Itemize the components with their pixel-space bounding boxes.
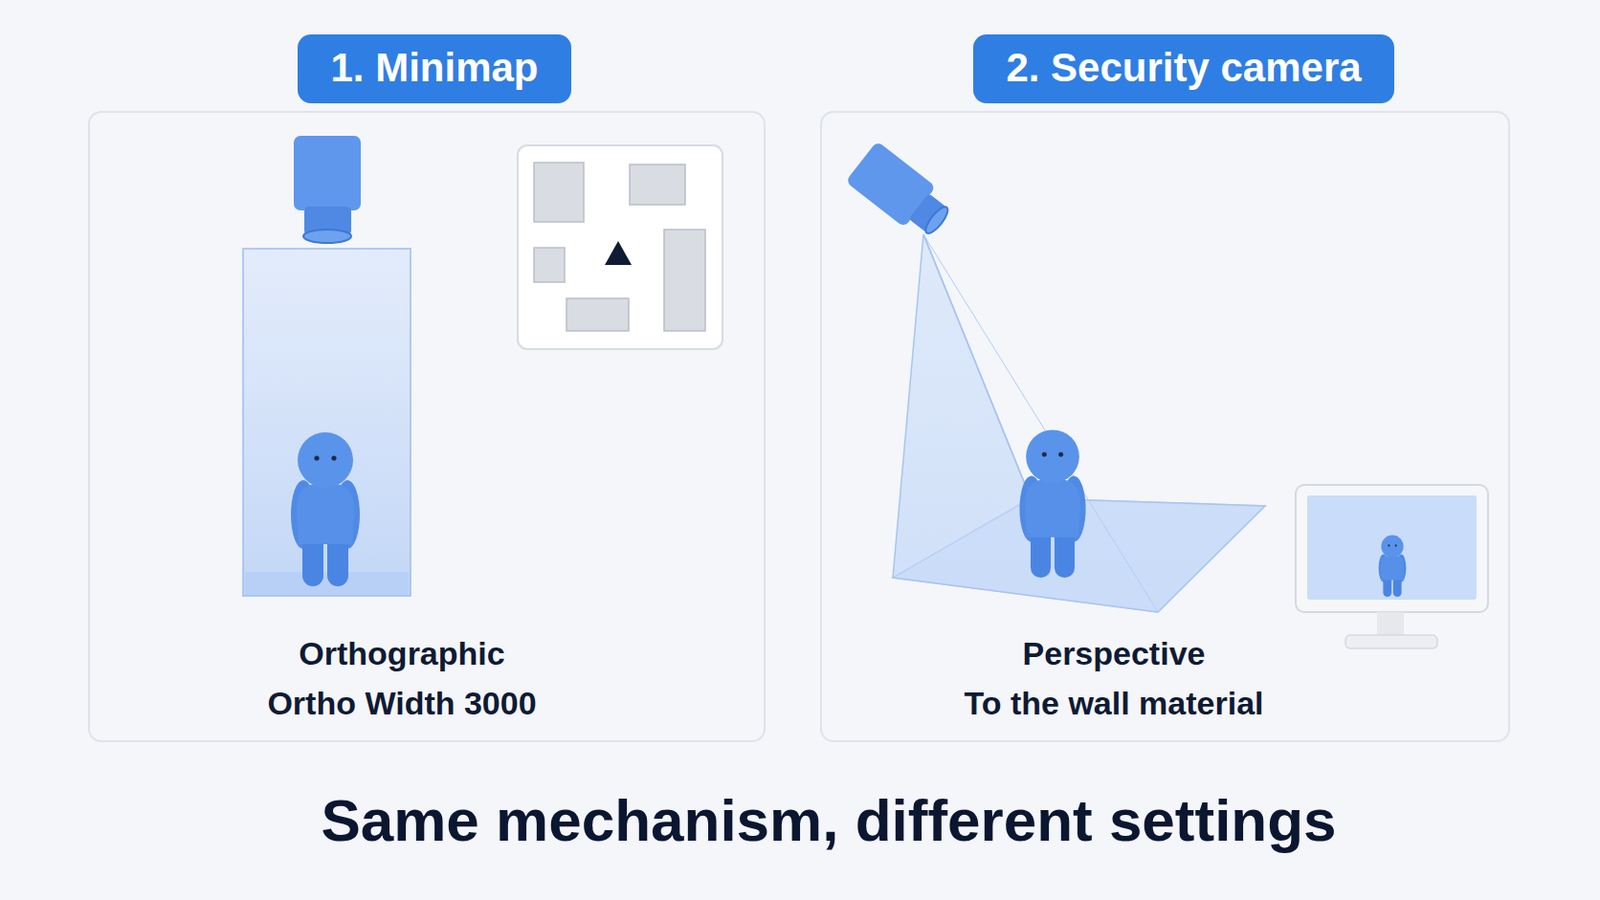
minimap-inset	[517, 145, 723, 350]
figure	[1019, 429, 1086, 578]
panel: 2. Security cameraPerspectiveTo the wall…	[820, 111, 1511, 743]
figure	[290, 432, 360, 587]
panel-note: Ortho Width 3000	[266, 685, 536, 723]
panel-note: Perspective	[1022, 635, 1206, 673]
panel: 1. MinimapOrthographicOrtho Width 3000	[88, 111, 766, 743]
player-marker	[604, 241, 632, 266]
camera-body	[293, 135, 361, 211]
panel-note: Orthographic	[298, 635, 505, 673]
security-camera	[844, 140, 957, 245]
panel-heading: 1. Minimap	[297, 34, 571, 104]
panel-note: To the wall material	[963, 685, 1264, 723]
monitor	[1295, 485, 1489, 649]
panel-heading: 2. Security camera	[973, 34, 1394, 104]
view-frustum	[892, 234, 1266, 613]
caption: Same mechanism, different settings	[320, 786, 1336, 855]
view-volume	[243, 248, 411, 597]
